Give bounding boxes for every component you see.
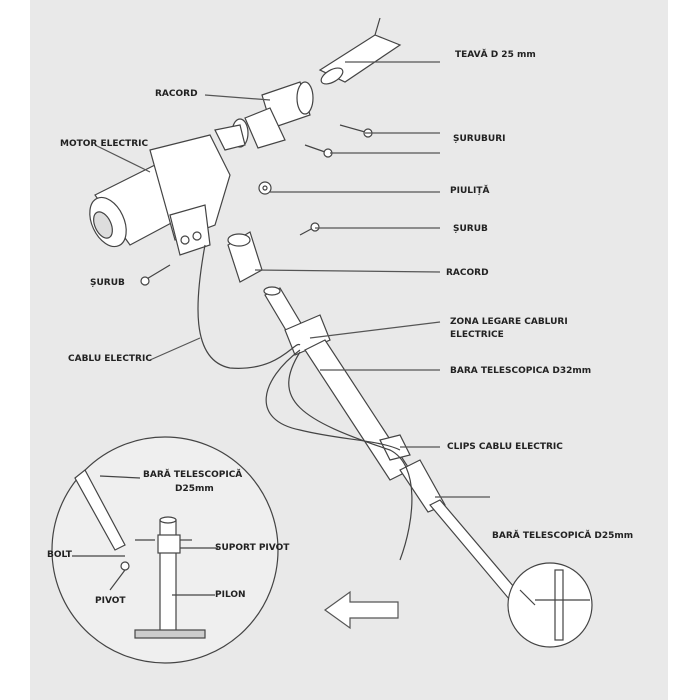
label-racord-bottom: RACORD — [446, 268, 489, 278]
label-clips: CLIPS CABLU ELECTRIC — [447, 442, 563, 452]
pipe-teava — [318, 17, 402, 85]
inset-label-pilon: PILON — [215, 590, 246, 600]
label-zona-line2: ELECTRICE — [450, 330, 504, 340]
racord-top — [231, 81, 314, 149]
inset-label-suport: SUPORT PIVOT — [215, 543, 290, 553]
leader-lines — [94, 61, 490, 498]
label-zona-line1: ZONA LEGARE CABLURI — [450, 317, 568, 327]
pivot-detail-small — [507, 562, 593, 648]
label-teava: TEAVĂ D 25 mm — [455, 50, 536, 60]
label-piulita: PIULIȚĂ — [450, 186, 490, 196]
inset-label-pivot: PIVOT — [95, 596, 126, 606]
inset-label-bolt: BOLT — [47, 550, 72, 560]
label-bara25: BARĂ TELESCOPICĂ D25mm — [492, 531, 634, 541]
racord-bottom — [227, 231, 263, 283]
electric-cable — [197, 244, 413, 561]
pivot-detail-large — [51, 436, 279, 664]
label-cablu: CABLU ELECTRIC — [68, 354, 152, 364]
label-bara32: BARA TELESCOPICA D32mm — [450, 366, 592, 376]
screws — [140, 124, 373, 286]
arrow-left-icon — [323, 590, 399, 630]
inset-label-bara-line2: D25mm — [175, 484, 214, 494]
electric-motor — [89, 124, 246, 256]
label-motor: MOTOR ELECTRIC — [60, 139, 149, 149]
label-suruburi: ȘURUBURI — [453, 134, 506, 144]
label-surub-right: ȘURUB — [453, 224, 488, 234]
label-racord-top: RACORD — [155, 89, 198, 99]
inset-label-bara-line1: BARĂ TELESCOPICĂ — [143, 470, 243, 480]
label-surub-left: ȘURUB — [90, 278, 125, 288]
